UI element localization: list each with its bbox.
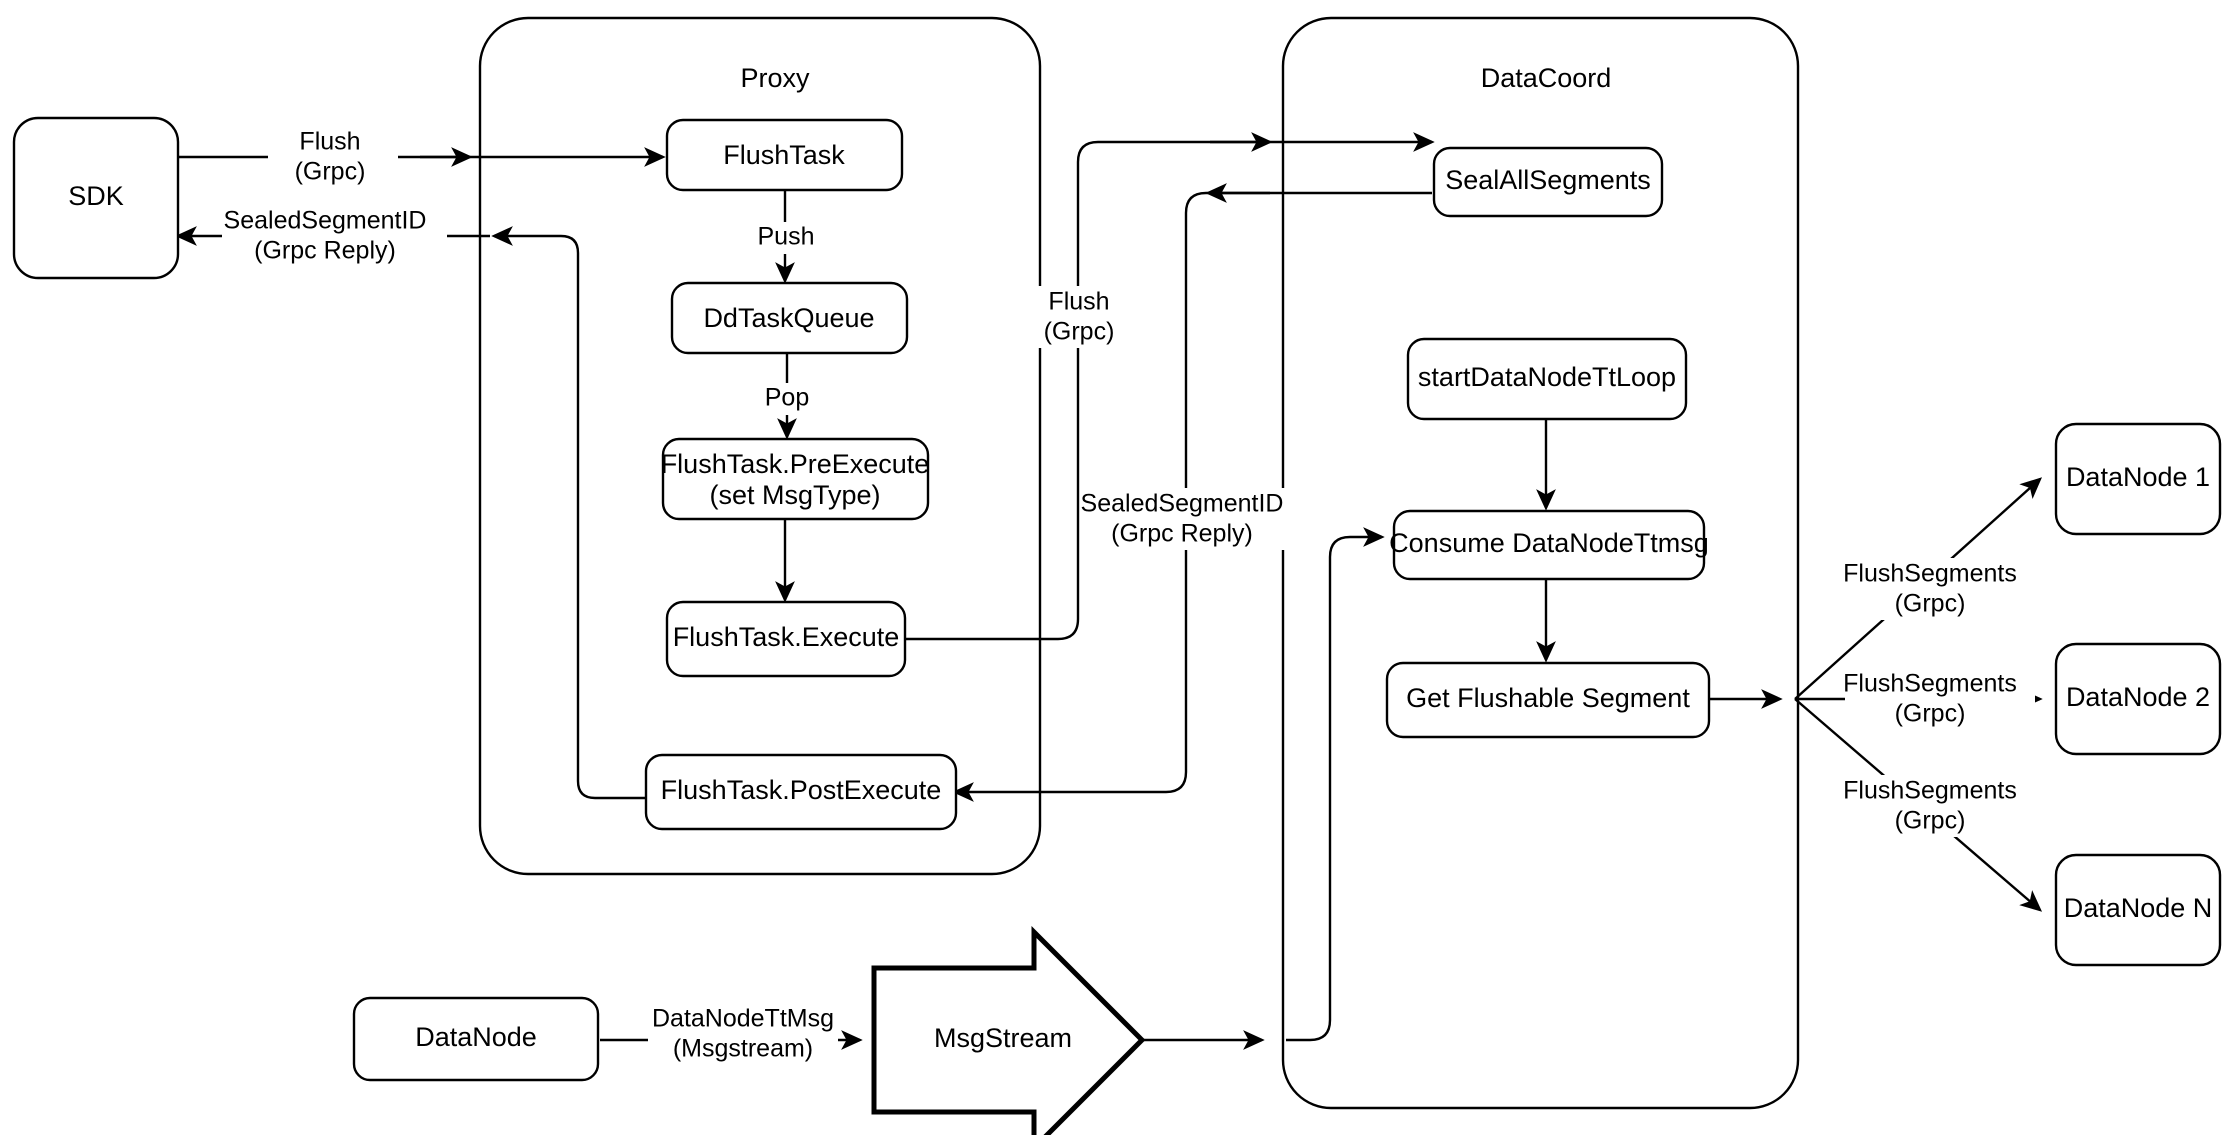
node-flushtask-box[interactable] [665, 118, 904, 192]
edge-label-flushsegments-2-line2: (Grpc) [1895, 700, 1966, 728]
edge-postexecute-to-sdk-rail [491, 226, 645, 800]
node-datanode-n-label: DataNode N [2064, 893, 2213, 923]
edge-label-flushsegments-2-line1: FlushSegments [1843, 670, 2017, 698]
node-get-flushable-segment-label: Get Flushable Segment [1406, 683, 1690, 713]
node-start-datanode-tt-loop[interactable]: startDataNodeTtLoop [1406, 337, 1688, 421]
edge-label-datanode-ttmsg-line1: DataNodeTtMsg [652, 1005, 834, 1033]
proxy-group-border [478, 16, 1042, 876]
edge-label-datanode-ttmsg-line2: (Msgstream) [673, 1035, 813, 1063]
edge-label-coord-reply-line1: SealedSegmentID [1081, 490, 1284, 518]
edge-label-flushsegments-1: FlushSegments (Grpc) [1843, 558, 2035, 620]
edge-label-flush-line1: Flush [299, 128, 360, 156]
node-consume-datanode-ttmsg[interactable]: Consume DataNodeTtmsg [1389, 509, 1709, 581]
node-datanode-1-label: DataNode 1 [2066, 462, 2210, 492]
node-sealallsegments-box[interactable] [1432, 146, 1664, 218]
node-postexecute-box[interactable] [644, 753, 958, 831]
datacoord-group: DataCoord [1281, 16, 1800, 1110]
edge-label-sealedsegmentid-line2: (Grpc Reply) [254, 237, 396, 265]
node-datanode-2-label: DataNode 2 [2066, 682, 2210, 712]
node-ddtaskqueue-box[interactable] [670, 281, 909, 355]
edge-datacoord-to-consume [1286, 527, 1385, 1042]
edge-label-flushsegments-2: FlushSegments (Grpc) [1843, 668, 2035, 730]
edge-label-flush-line2: (Grpc) [295, 158, 366, 186]
node-datanode-source-label: DataNode [415, 1022, 537, 1052]
edge-label-flushsegments-1-line1: FlushSegments [1843, 560, 2017, 588]
edge-label-push-text: Push [758, 223, 815, 251]
edge-label-proxy-to-sdk: SealedSegmentID (Grpc Reply) [222, 205, 447, 267]
edge-execute-to-sealallsegments [905, 132, 1435, 641]
edge-label-flushsegments-n-line2: (Grpc) [1895, 807, 1966, 835]
node-postexecute[interactable]: FlushTask.PostExecute [644, 753, 958, 831]
edge-label-proxy-to-coord: Flush (Grpc) [1028, 286, 1138, 348]
node-consume-datanode-ttmsg-label: Consume DataNodeTtmsg [1389, 528, 1709, 558]
node-preexecute[interactable]: FlushTask.PreExecute (set MsgType) [661, 437, 930, 521]
edge-label-flushsegments-1-line2: (Grpc) [1895, 590, 1966, 618]
edge-label-coord-to-proxy: SealedSegmentID (Grpc Reply) [1081, 488, 1291, 550]
edge-label-flushsegments-n: FlushSegments (Grpc) [1843, 775, 2035, 837]
node-datanode-n[interactable]: DataNode N [2054, 853, 2222, 967]
node-execute[interactable]: FlushTask.Execute [665, 600, 907, 678]
node-preexecute-box[interactable] [661, 437, 930, 521]
node-datanode-source-box[interactable] [352, 996, 600, 1082]
node-datanode-n-box[interactable] [2054, 853, 2222, 967]
node-sdk[interactable]: SDK [12, 116, 180, 280]
node-msgstream[interactable]: MsgStream [871, 925, 1146, 1135]
node-get-flushable-segment-box[interactable] [1385, 661, 1711, 739]
node-flushtask[interactable]: FlushTask [665, 118, 904, 192]
edge-label-coord-flush-line2: (Grpc) [1044, 318, 1115, 346]
edge-label-flushsegments-n-line1: FlushSegments [1843, 777, 2017, 805]
node-postexecute-label: FlushTask.PostExecute [661, 775, 942, 805]
node-datanode-source[interactable]: DataNode [352, 996, 600, 1082]
node-sdk-box[interactable] [12, 116, 180, 280]
edge-label-push: Push [750, 222, 822, 254]
node-flushtask-label: FlushTask [723, 140, 845, 170]
node-msgstream-label: MsgStream [934, 1023, 1072, 1053]
node-sealallsegments[interactable]: SealAllSegments [1432, 146, 1664, 218]
proxy-group: Proxy [478, 16, 1042, 876]
node-sdk-label: SDK [68, 181, 124, 211]
node-start-datanode-tt-loop-box[interactable] [1406, 337, 1688, 421]
edge-label-pop-text: Pop [765, 384, 809, 412]
edge-label-sdk-to-proxy: Flush (Grpc) [268, 126, 398, 188]
node-datanode-2[interactable]: DataNode 2 [2054, 642, 2222, 756]
edge-label-coord-reply-line2: (Grpc Reply) [1111, 520, 1253, 548]
edge-label-coord-flush-line1: Flush [1048, 288, 1109, 316]
node-preexecute-label-line1: FlushTask.PreExecute [661, 449, 930, 479]
node-ddtaskqueue[interactable]: DdTaskQueue [670, 281, 909, 355]
node-execute-label: FlushTask.Execute [673, 622, 900, 652]
node-start-datanode-tt-loop-label: startDataNodeTtLoop [1418, 362, 1676, 392]
datacoord-group-label: DataCoord [1481, 63, 1612, 93]
node-ddtaskqueue-label: DdTaskQueue [703, 303, 874, 333]
node-execute-box[interactable] [665, 600, 907, 678]
proxy-group-label: Proxy [740, 63, 810, 93]
datacoord-group-border [1281, 16, 1800, 1110]
node-datanode-2-box[interactable] [2054, 642, 2222, 756]
node-datanode-1-box[interactable] [2054, 422, 2222, 536]
node-msgstream-shape[interactable] [871, 925, 1146, 1135]
node-datanode-1[interactable]: DataNode 1 [2054, 422, 2222, 536]
node-consume-datanode-ttmsg-box[interactable] [1392, 509, 1706, 581]
edge-label-pop: Pop [754, 383, 820, 415]
node-preexecute-label-line2: (set MsgType) [709, 480, 880, 510]
edge-label-datanode-ttmsg: DataNodeTtMsg (Msgstream) [648, 1003, 838, 1065]
edge-label-sealedsegmentid-line1: SealedSegmentID [224, 207, 427, 235]
node-get-flushable-segment[interactable]: Get Flushable Segment [1385, 661, 1711, 739]
node-sealallsegments-label: SealAllSegments [1445, 165, 1651, 195]
